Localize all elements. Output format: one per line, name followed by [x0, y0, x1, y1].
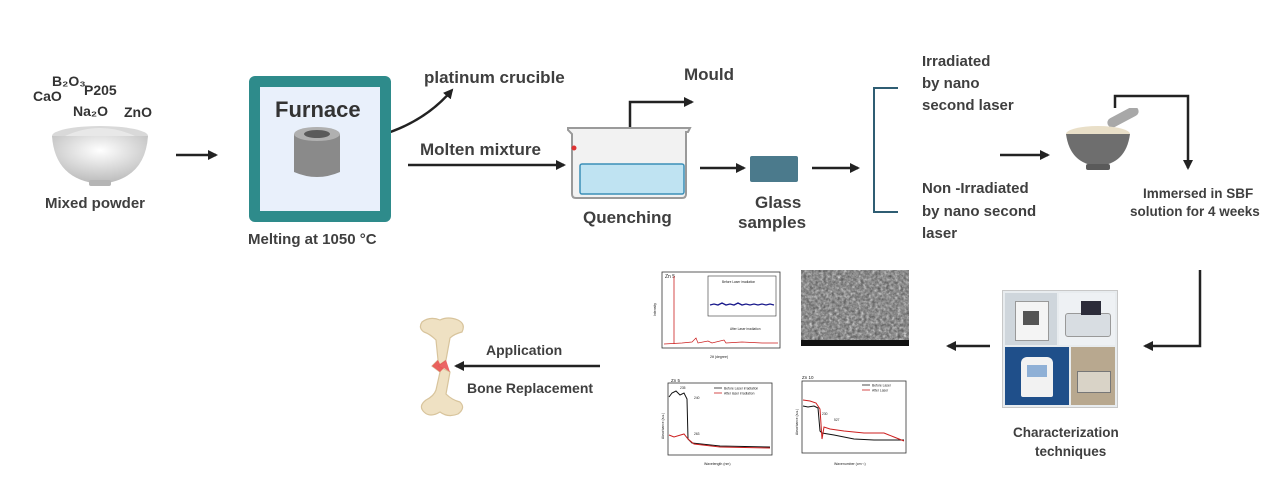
xrd-title: Zn 5: [665, 274, 675, 280]
immersed-line1: Immersed in SBF: [1143, 186, 1254, 201]
irradiated-line3: second laser: [922, 97, 1014, 114]
instrument-sem-image: [1059, 293, 1115, 345]
uv-peak-263: 263: [694, 432, 700, 436]
uv-legend-before: Before Laser irradiation: [724, 387, 758, 391]
quenching-label: Quenching: [583, 208, 672, 227]
mixed-powder-label: Mixed powder: [45, 195, 146, 212]
non-irradiated-line1: Non -Irradiated: [922, 180, 1029, 197]
characterization-line1: Characterization: [1013, 425, 1119, 440]
uv-ylabel: Absorbance (a.u.): [661, 413, 665, 439]
xrd-after-label: After Laser irradiation: [730, 327, 761, 331]
laser-bracket: [873, 87, 898, 213]
mortar-pestle-icon: [1066, 108, 1139, 170]
platinum-crucible-label: platinum crucible: [424, 68, 565, 87]
instrument-uv-image: [1005, 347, 1069, 405]
uv-title: Zn 5: [671, 378, 681, 383]
arrow-sbf-to-characterization: [1143, 270, 1202, 351]
ftir-title: Zn 10: [802, 375, 814, 380]
immersed-line2: solution for 4 weeks: [1130, 204, 1260, 219]
uv-xlabel: Wavelength (nm): [704, 462, 731, 466]
powder-bowl-icon: [52, 126, 148, 186]
xrd-xlabel: 2θ (degree): [710, 355, 728, 359]
instrument-ftir-image: [1071, 347, 1115, 405]
bone-icon: [419, 317, 464, 417]
ftir-legend-after: After Laser: [872, 389, 889, 393]
xrd-inset-label: Before Laser irradiation: [722, 280, 755, 284]
glass-sample-icon: [750, 156, 798, 182]
instruments-collage: [1002, 290, 1118, 408]
uv-legend-after: After laser irradiation: [724, 392, 755, 396]
uv-plot: Zn 5 Before Laser irradiation After lase…: [661, 378, 773, 466]
instrument-xrd-image: [1005, 293, 1057, 345]
irradiated-line1: Irradiated: [922, 53, 991, 70]
chem-zno: ZnO: [124, 104, 152, 120]
ftir-plot: Zn 10 Before Laser After Laser 230 527 A…: [795, 375, 907, 466]
furnace-label: Furnace: [275, 97, 361, 122]
ftir-ylabel: Absorbance (a.u.): [795, 409, 799, 435]
irradiated-line2: by nano: [922, 75, 980, 92]
ftir-xlabel: Wavenumber (cm⁻¹): [834, 462, 866, 466]
sem-micrograph-image: [801, 270, 909, 346]
samples-label: samples: [738, 213, 807, 232]
arrow-to-mould: [628, 97, 694, 130]
characterization-line2: techniques: [1035, 444, 1107, 459]
application-label: Application: [486, 342, 563, 358]
chem-na2o: Na₂O: [73, 103, 109, 119]
melting-label: Melting at 1050 °C: [248, 231, 377, 248]
xrd-plot: Zn 5 Before Laser irradiation After Lase…: [653, 271, 781, 359]
ftir-legend-before: Before Laser: [872, 384, 892, 388]
uv-peak-235: 235: [680, 386, 686, 390]
chem-cao: CaO: [33, 88, 62, 104]
mould-label: Mould: [684, 65, 735, 84]
non-irradiated-line2: by nano second: [922, 203, 1037, 220]
xrd-ylabel: Intensity: [653, 303, 657, 316]
glass-label: Glass: [755, 193, 802, 212]
ftir-peak-230: 230: [822, 412, 828, 416]
chem-b2o3: B₂O₃: [52, 73, 86, 89]
beaker-icon: [567, 127, 692, 199]
ftir-peak-527: 527: [834, 418, 840, 422]
bone-replacement-label: Bone Replacement: [467, 380, 594, 396]
crucible-icon: [294, 127, 340, 177]
uv-peak-240: 240: [694, 396, 700, 400]
chem-p205: P205: [84, 82, 117, 98]
molten-mixture-label: Molten mixture: [420, 140, 541, 159]
arrow-mortar-to-sbf: [1113, 94, 1193, 170]
non-irradiated-line3: laser: [922, 225, 958, 242]
